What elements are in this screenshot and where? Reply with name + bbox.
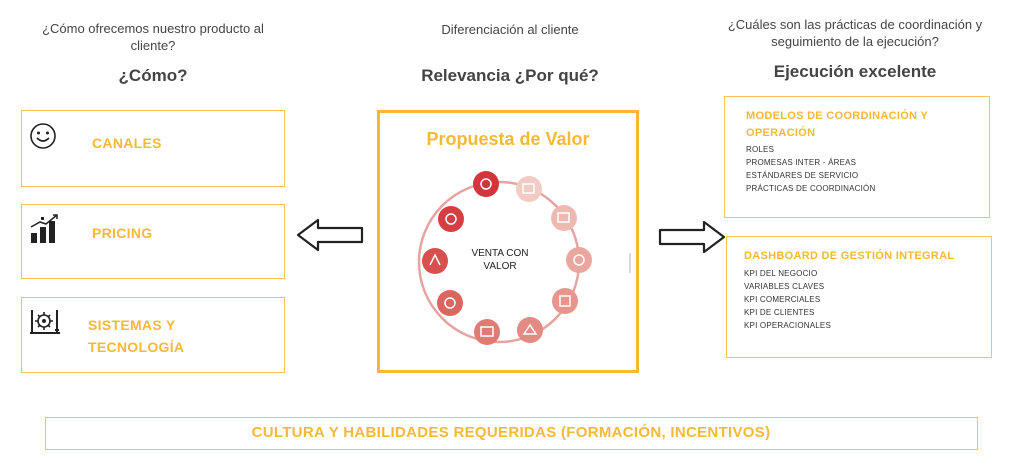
list-item: KPI OPERACIONALES <box>744 321 831 330</box>
dashboard-title: DASHBOARD DE GESTIÓN INTEGRAL <box>744 250 955 262</box>
smiley-icon <box>30 123 56 149</box>
cultura-footer-box: CULTURA Y HABILIDADES REQUERIDAS (FORMAC… <box>45 417 978 450</box>
cycle-node-2 <box>516 176 542 202</box>
cultura-footer-label: CULTURA Y HABILIDADES REQUERIDAS (FORMAC… <box>251 424 771 441</box>
cycle-node-8 <box>437 290 463 316</box>
cycle-node-4 <box>566 247 592 273</box>
right-subtitle-line2: seguimiento de la ejecución? <box>771 34 939 49</box>
modelos-title-line2: OPERACIÓN <box>746 127 816 139</box>
pricing-chart-icon <box>30 214 58 243</box>
dashboard-box: DASHBOARD DE GESTIÓN INTEGRAL KPI DEL NE… <box>726 236 992 358</box>
cycle-center-line2: VALOR <box>483 261 517 272</box>
sistemas-label-line2: TECNOLOGÍA <box>88 339 185 355</box>
modelos-title-line1: MODELOS DE COORDINACIÓN Y <box>746 110 929 122</box>
list-item: KPI DE CLIENTES <box>744 308 815 317</box>
cycle-node-6 <box>517 317 543 343</box>
list-item: VARIABLES CLAVES <box>744 282 825 291</box>
modelos-items: ROLES PROMESAS INTER - ÁREAS ESTÁNDARES … <box>746 143 875 195</box>
modelos-title: MODELOS DE COORDINACIÓN Y OPERACIÓN <box>746 108 928 142</box>
sistemas-label-line1: SISTEMAS Y <box>88 317 176 333</box>
canales-label: CANALES <box>92 135 162 151</box>
cycle-center-label: VENTA CON VALOR <box>460 247 540 273</box>
sistemas-box: SISTEMAS Y TECNOLOGÍA <box>21 297 285 373</box>
left-subtitle: ¿Cómo ofrecemos nuestro producto al clie… <box>42 21 264 53</box>
cycle-node-9 <box>422 248 448 274</box>
list-item: ROLES <box>746 145 775 154</box>
list-item: PROMESAS INTER - ÁREAS <box>746 158 857 167</box>
pricing-label: PRICING <box>92 225 153 241</box>
list-item: ESTÁNDARES DE SERVICIO <box>746 171 859 180</box>
cycle-node-5 <box>552 288 578 314</box>
propuesta-valor-box: Propuesta de Valor <box>377 110 639 373</box>
propuesta-valor-title: Propuesta de Valor <box>426 129 590 149</box>
cycle-node-1 <box>473 171 499 197</box>
cycle-node-7 <box>474 319 500 345</box>
cycle-center-line1: VENTA CON <box>471 248 529 259</box>
value-cycle-diagram <box>417 171 631 345</box>
list-item: KPI COMERCIALES <box>744 295 821 304</box>
gears-tools-icon <box>30 310 60 334</box>
right-arrow-icon <box>658 220 726 254</box>
cycle-node-10 <box>438 206 464 232</box>
right-subtitle: ¿Cuáles son las prácticas de coordinació… <box>700 16 1010 50</box>
modelos-coordinacion-box: MODELOS DE COORDINACIÓN Y OPERACIÓN ROLE… <box>724 96 990 218</box>
dashboard-items: KPI DEL NEGOCIO VARIABLES CLAVES KPI COM… <box>744 267 831 332</box>
list-item: PRÁCTICAS DE COORDINACIÓN <box>746 184 876 193</box>
cycle-node-3 <box>551 205 577 231</box>
center-subtitle: Diferenciación al cliente <box>441 22 579 37</box>
sistemas-label: SISTEMAS Y TECNOLOGÍA <box>88 314 184 358</box>
center-heading: Relevancia ¿Por qué? <box>421 66 599 85</box>
canales-box: CANALES <box>21 110 285 187</box>
left-arrow-icon <box>296 218 364 252</box>
pricing-box: PRICING <box>21 204 285 279</box>
right-subtitle-line1: ¿Cuáles son las prácticas de coordinació… <box>727 17 983 32</box>
right-heading: Ejecución excelente <box>773 62 937 81</box>
left-heading: ¿Cómo? <box>118 66 188 85</box>
list-item: KPI DEL NEGOCIO <box>744 269 818 278</box>
